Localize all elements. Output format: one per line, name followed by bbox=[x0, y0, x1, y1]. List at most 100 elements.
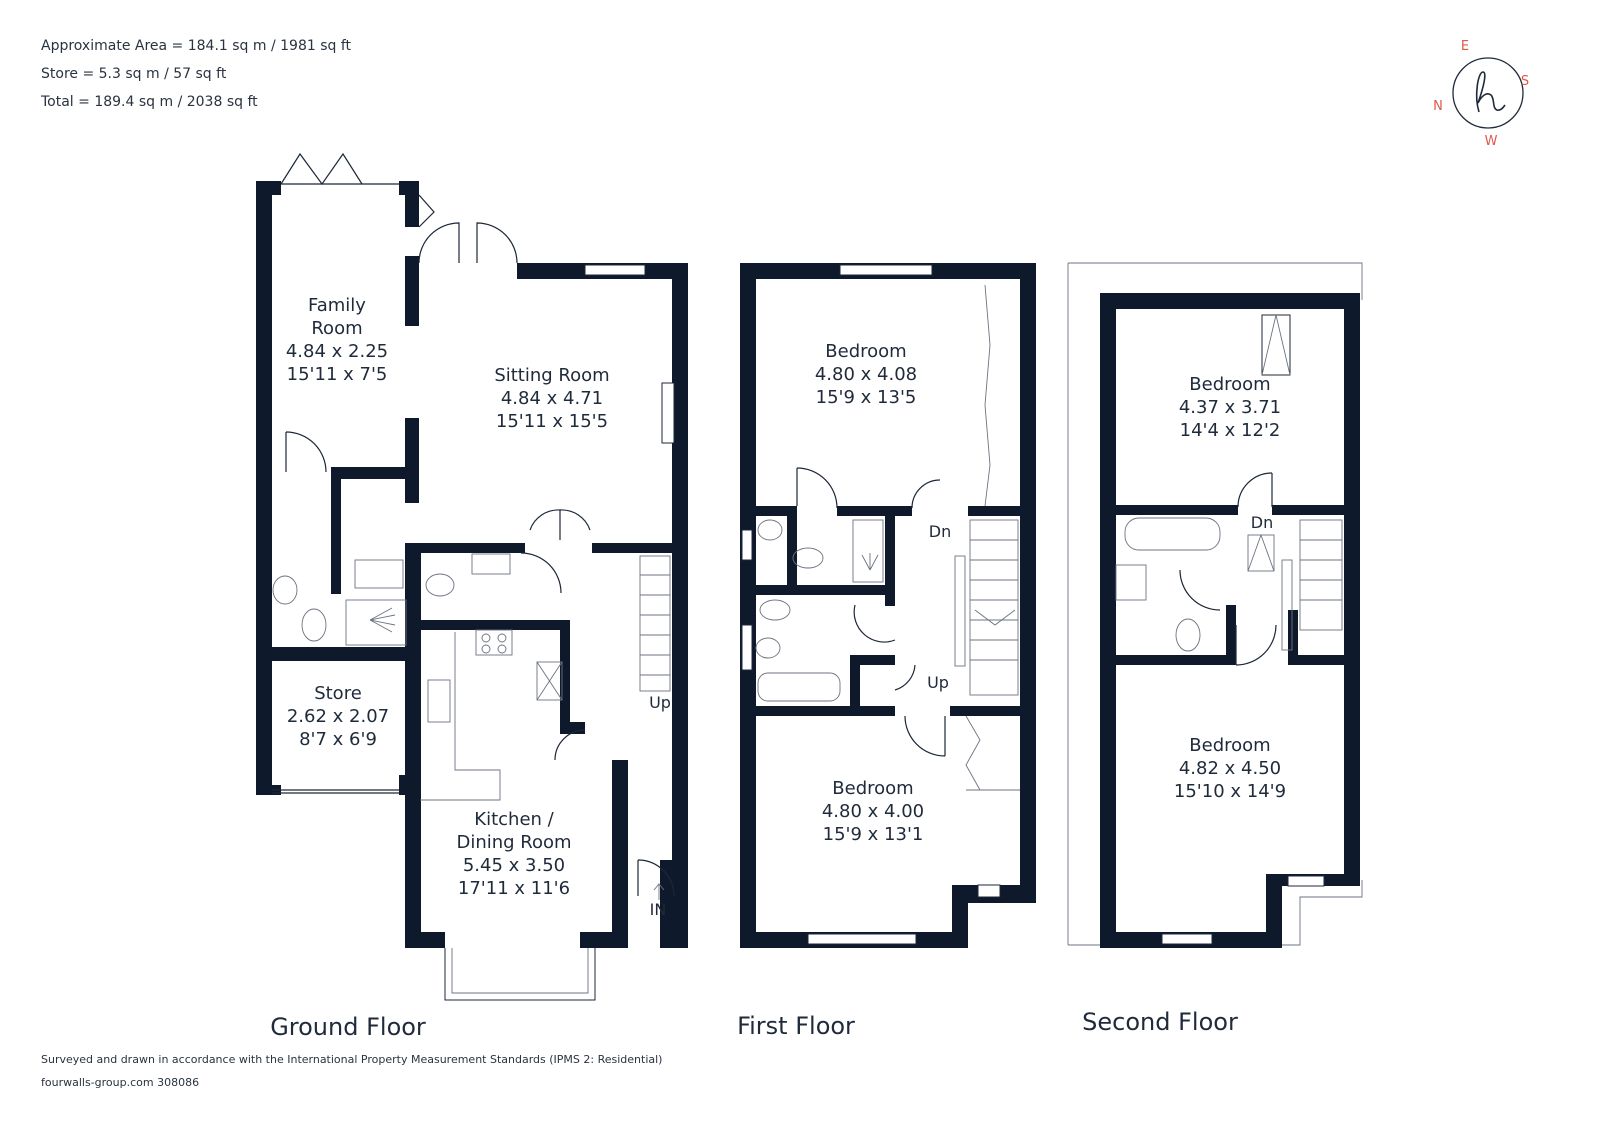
shower-spray bbox=[369, 607, 396, 633]
fourwalls-h-logo-icon bbox=[1475, 71, 1506, 113]
wall bbox=[405, 932, 445, 948]
stair-up-label: Up bbox=[649, 693, 671, 712]
bedroom-imperial: 15'9 x 13'5 bbox=[816, 387, 917, 408]
door-swing bbox=[554, 729, 586, 761]
wall bbox=[1100, 293, 1116, 948]
kitchen-name: Kitchen / bbox=[474, 809, 554, 830]
window bbox=[807, 933, 917, 945]
door-swing bbox=[1179, 569, 1221, 611]
toilet bbox=[759, 599, 791, 621]
wall bbox=[740, 585, 895, 595]
wall bbox=[740, 506, 797, 516]
wall bbox=[405, 620, 570, 630]
eaves-outline bbox=[1068, 262, 1363, 300]
stair-up-label: Up bbox=[927, 673, 949, 692]
wall bbox=[740, 263, 756, 948]
compass-east: E bbox=[1461, 39, 1469, 54]
bedroom-imperial: 14'4 x 12'2 bbox=[1180, 420, 1281, 441]
wall bbox=[660, 860, 674, 948]
wall bbox=[1288, 610, 1298, 665]
total-area-text: Total = 189.4 sq m / 2038 sq ft bbox=[41, 94, 258, 110]
store-metric: 2.62 x 2.07 bbox=[287, 706, 389, 727]
kitchen-metric: 5.45 x 3.50 bbox=[463, 855, 565, 876]
door-swing bbox=[559, 509, 591, 531]
store-imperial: 8'7 x 6'9 bbox=[299, 729, 377, 750]
utility-sink bbox=[354, 559, 404, 589]
window bbox=[584, 264, 646, 276]
wardrobe bbox=[984, 284, 991, 507]
wall bbox=[592, 543, 687, 553]
bedroom-metric: 4.37 x 3.71 bbox=[1179, 397, 1281, 418]
toilet bbox=[1175, 618, 1201, 652]
family-room-imperial: 15'11 x 7'5 bbox=[287, 364, 388, 385]
window bbox=[741, 529, 753, 561]
bay-window bbox=[444, 948, 596, 1001]
toilet bbox=[425, 573, 455, 597]
wall bbox=[837, 706, 895, 716]
bedroom-metric: 4.80 x 4.00 bbox=[822, 801, 924, 822]
wall bbox=[256, 785, 281, 795]
wall bbox=[950, 706, 1036, 716]
staircase bbox=[1299, 519, 1343, 631]
bath bbox=[1124, 517, 1221, 551]
compass: E S W N bbox=[1433, 39, 1529, 149]
wall bbox=[850, 655, 860, 715]
first-floor-plan: Bedroom 4.80 x 4.08 15'9 x 13'5 Bedroom … bbox=[737, 263, 1036, 1040]
banister bbox=[1281, 559, 1293, 651]
reference-text: fourwalls-group.com 308086 bbox=[41, 1076, 200, 1089]
door-swing bbox=[911, 479, 941, 509]
door-swing bbox=[1237, 472, 1273, 508]
stair-down-label: Dn bbox=[1251, 513, 1273, 532]
entrance-label: IN bbox=[650, 900, 667, 919]
wall bbox=[256, 181, 281, 195]
bedroom-name: Bedroom bbox=[1189, 735, 1270, 756]
wall bbox=[1266, 874, 1282, 948]
wall bbox=[837, 506, 912, 516]
wall bbox=[1020, 263, 1036, 903]
wall bbox=[1226, 605, 1236, 665]
bedroom-metric: 4.80 x 4.08 bbox=[815, 364, 917, 385]
kitchen-worktop bbox=[420, 632, 501, 801]
bifold-door bbox=[280, 152, 363, 186]
kitchen-imperial: 17'11 x 11'6 bbox=[458, 878, 570, 899]
basin bbox=[757, 519, 783, 541]
wall bbox=[331, 467, 419, 479]
door-swing bbox=[418, 222, 460, 264]
kitchen-sink bbox=[427, 679, 451, 723]
fridge bbox=[536, 661, 563, 701]
window bbox=[1287, 875, 1325, 887]
window bbox=[977, 884, 1001, 898]
first-floor-label: First Floor bbox=[737, 1012, 855, 1040]
door-swing bbox=[1235, 624, 1277, 666]
wall bbox=[1340, 505, 1360, 515]
wall bbox=[740, 706, 895, 716]
wall bbox=[1288, 655, 1360, 665]
door-swing bbox=[520, 552, 562, 594]
door-swing bbox=[853, 604, 896, 643]
family-room-name: Family bbox=[308, 295, 366, 316]
shower-tray bbox=[852, 519, 884, 583]
door-swing bbox=[476, 222, 518, 264]
chimney-breast bbox=[661, 382, 675, 444]
family-room-name: Room bbox=[311, 318, 362, 339]
basin bbox=[1115, 564, 1147, 601]
staircase bbox=[639, 555, 671, 692]
wall bbox=[405, 256, 419, 326]
wall bbox=[1344, 293, 1360, 883]
wardrobe bbox=[965, 715, 981, 791]
kitchen-name: Dining Room bbox=[456, 832, 571, 853]
wall bbox=[405, 181, 419, 227]
window bbox=[1161, 933, 1213, 945]
toilet bbox=[792, 547, 824, 569]
sitting-room-metric: 4.84 x 4.71 bbox=[501, 388, 603, 409]
bedroom-name: Bedroom bbox=[825, 341, 906, 362]
wall bbox=[256, 647, 414, 661]
window bbox=[839, 264, 933, 276]
compass-west: W bbox=[1485, 134, 1498, 149]
door-swing bbox=[894, 664, 916, 691]
door-swing bbox=[285, 431, 327, 473]
door-swing bbox=[418, 194, 435, 228]
shower-tray bbox=[345, 599, 407, 646]
door-swing bbox=[796, 467, 838, 509]
